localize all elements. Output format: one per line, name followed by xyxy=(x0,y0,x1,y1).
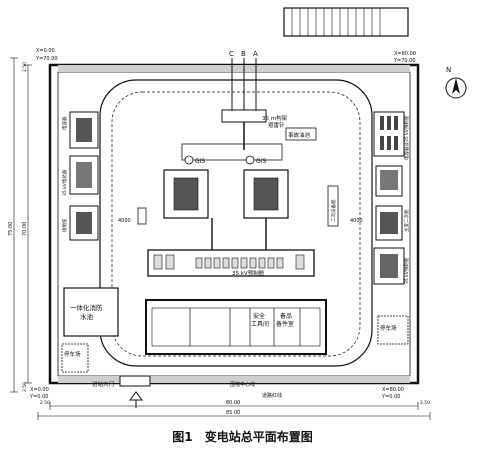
phase-b: B xyxy=(241,50,246,58)
coord-tr-y: Y=70.00 xyxy=(393,58,416,64)
road-width-left: 4000 xyxy=(118,218,131,224)
right-equip-low-core xyxy=(380,212,398,234)
figure-number: 图1 xyxy=(172,430,193,444)
phase-a: A xyxy=(253,50,258,58)
transformer-2-core xyxy=(253,177,279,211)
left-equip-top-core xyxy=(76,118,92,142)
dim-inner-width: 80.00 xyxy=(226,400,240,406)
prefab-cabin-label: 35 kV预制舱 xyxy=(232,269,265,277)
phase-lines xyxy=(231,58,257,110)
transformer-1-core xyxy=(173,177,199,211)
parking-right-label: 停车场 xyxy=(380,324,397,332)
spare-room-label: 备品备件室 xyxy=(276,312,294,328)
dim-total-width: 85.00 xyxy=(226,410,240,416)
cable-paths xyxy=(211,218,267,250)
coord-br-y: Y=0.00 xyxy=(381,394,400,400)
tool-room-label: 安全工具间 xyxy=(251,312,269,328)
gis-1-label: GIS xyxy=(195,158,205,165)
right-panel-label: 电容器及35 kV预制舱 xyxy=(403,115,410,160)
prefab-cabin-35kv xyxy=(147,249,315,277)
fire-water-pool xyxy=(63,287,119,337)
prefab-cabin-slots xyxy=(153,254,305,270)
fire-pool-label: 一体化消防水池 xyxy=(70,303,103,321)
accident-pool xyxy=(285,127,317,141)
main-gate xyxy=(119,375,151,387)
left-mid-label: 35 kV电抗器 xyxy=(61,169,68,196)
control-building xyxy=(145,299,327,355)
gis-2-marker xyxy=(245,155,255,165)
right-panel2-label: 35 kV预制舱 xyxy=(403,257,410,284)
wall-hatch-bottom xyxy=(58,376,410,383)
right-equip-mid-core xyxy=(380,170,398,190)
wall-hatch-top xyxy=(58,65,410,72)
accident-pool-label: 事故油池 xyxy=(288,131,311,139)
gate-arrow xyxy=(129,391,143,401)
ring-road xyxy=(99,79,373,367)
dim-right-strip: 2.50 xyxy=(420,400,430,406)
dim-inner-height: 70.00 xyxy=(22,222,28,236)
parking-left-label: 停车场 xyxy=(64,350,81,358)
gis-2-label: GIS xyxy=(256,158,266,165)
small-cabinet xyxy=(137,207,147,225)
coord-bl-x: X=0.00 xyxy=(30,387,49,393)
right-cabin-label: 二次设备舱 xyxy=(330,199,337,222)
parking-left xyxy=(61,343,89,373)
dim-total-height: 75.00 xyxy=(8,222,14,236)
gis-1-marker xyxy=(184,155,194,165)
gantry xyxy=(221,109,267,123)
main-gate-label: 进站大门 xyxy=(92,380,114,388)
right-equip-bottom-core xyxy=(380,254,398,278)
svg-text:N: N xyxy=(446,66,451,74)
left-equip-mid-core xyxy=(76,162,92,188)
right-equip-top-bars xyxy=(380,116,398,150)
figure-caption: 图1 变电站总平面布置图 xyxy=(0,428,485,445)
lightning-tower-label: 35 m构架避雷针 xyxy=(262,114,288,129)
dim-bottom-strip: 2.50 xyxy=(22,382,28,392)
dim-top-strip: 2.50 xyxy=(22,62,28,72)
figure-title: 变电站总平面布置图 xyxy=(204,430,313,444)
road-width-right: 4000 xyxy=(350,218,363,224)
incoming-frame-hatch xyxy=(291,8,381,36)
left-top-label: 电容器 xyxy=(61,116,68,130)
road-edge-label: 道路红线 xyxy=(262,392,282,399)
left-equip-low-core xyxy=(76,212,92,234)
coord-tr-x: X=80.00 xyxy=(394,51,416,57)
wall-center-label: 围墙中心线 xyxy=(230,381,255,388)
busbar-frame xyxy=(181,143,283,161)
coord-br-x: X=80.00 xyxy=(382,387,404,393)
right-cabin xyxy=(327,185,339,227)
building-inner xyxy=(151,307,321,347)
dim-left-strip: 2.50 xyxy=(40,400,50,406)
right-mid-label: 主变二次舱 xyxy=(403,209,410,232)
ring-road-inner xyxy=(111,91,361,357)
coord-tl-x: X=0.00 xyxy=(36,48,55,54)
phase-c: C xyxy=(229,50,234,58)
incoming-frame xyxy=(283,7,409,37)
parking-right xyxy=(377,315,409,345)
coord-tl-y: Y=70.00 xyxy=(35,56,58,62)
north-arrow-icon: N xyxy=(445,66,467,99)
left-low-label: 接地变 xyxy=(61,218,68,232)
coord-bl-y: Y=0.00 xyxy=(29,394,48,400)
